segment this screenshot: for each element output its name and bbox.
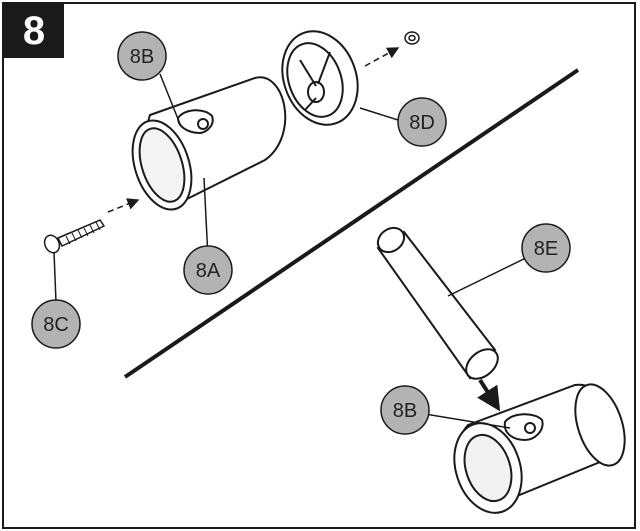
callout-8d: 8D [397, 97, 447, 147]
leader-8a [203, 177, 209, 259]
svg-text:8A: 8A [196, 260, 221, 282]
part-8e-pipe [376, 226, 499, 380]
callout-8a: 8A [183, 245, 233, 295]
svg-text:8B: 8B [393, 400, 417, 422]
leader-8b-top [159, 73, 181, 125]
leader-8b-bottom [424, 413, 511, 429]
part-8a-sleeve [131, 76, 287, 211]
arrow-to-sleeve [107, 198, 140, 213]
divider-line [123, 68, 580, 379]
callout-8b-top: 8B [117, 31, 167, 81]
part-assembled-sleeve [453, 383, 626, 514]
leader-8d [359, 107, 399, 121]
arrow-pipe-into-sleeve [477, 378, 501, 412]
callout-8e: 8E [521, 223, 571, 273]
arrow-to-washer [364, 47, 400, 67]
leader-8e [447, 251, 539, 297]
svg-text:8B: 8B [130, 46, 154, 68]
part-8c-screw [43, 219, 106, 254]
leader-lines [53, 73, 539, 429]
leader-8c [53, 251, 57, 303]
step-number-badge: 8 [4, 4, 64, 58]
part-8d-end-cap [281, 30, 359, 126]
callout-8b-bottom: 8B [380, 385, 430, 435]
svg-text:8D: 8D [409, 112, 435, 134]
svg-text:8E: 8E [534, 238, 558, 260]
callout-8c: 8C [31, 299, 81, 349]
part-washer [404, 31, 420, 45]
svg-text:8C: 8C [43, 314, 69, 336]
